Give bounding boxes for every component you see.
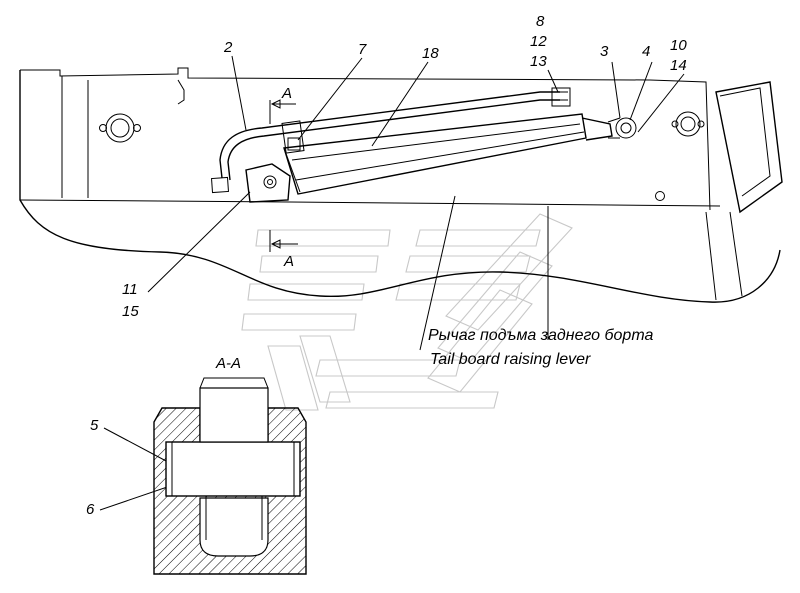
hydraulic-cylinder (245, 113, 637, 203)
section-view-title: A-A (215, 355, 241, 372)
section-mark-top: A (269, 85, 296, 124)
tailboard-frame (19, 67, 783, 351)
callout-13: 13 (530, 53, 547, 70)
section-mark-bottom: A (269, 230, 298, 270)
callout-4: 4 (642, 43, 650, 60)
caption-russian: Рычаг подъма заднего борта (428, 327, 653, 344)
callout-11: 11 (122, 281, 138, 298)
callout-18: 18 (422, 45, 439, 62)
callout-12: 12 (530, 33, 547, 50)
hydraulic-tube (210, 87, 571, 194)
callout-6: 6 (86, 501, 95, 518)
section-letter-bottom: A (283, 253, 294, 270)
callout-2: 2 (223, 39, 233, 56)
callout-15: 15 (122, 303, 139, 320)
callout-numbers: 2 7 18 8 12 13 3 4 10 14 11 15 5 6 (86, 13, 687, 518)
caption-english: Tail board raising lever (430, 351, 591, 368)
callout-3: 3 (600, 43, 609, 60)
section-view-a-a: A-A (153, 355, 307, 575)
callout-14: 14 (670, 57, 687, 74)
callout-10: 10 (670, 37, 687, 54)
callout-7: 7 (358, 41, 367, 58)
caption-block: Рычаг подъма заднего борта Tail board ra… (428, 327, 653, 368)
watermark-logo (241, 213, 573, 411)
callout-8: 8 (536, 13, 545, 30)
callout-5: 5 (90, 417, 99, 434)
section-letter-top: A (281, 85, 292, 102)
